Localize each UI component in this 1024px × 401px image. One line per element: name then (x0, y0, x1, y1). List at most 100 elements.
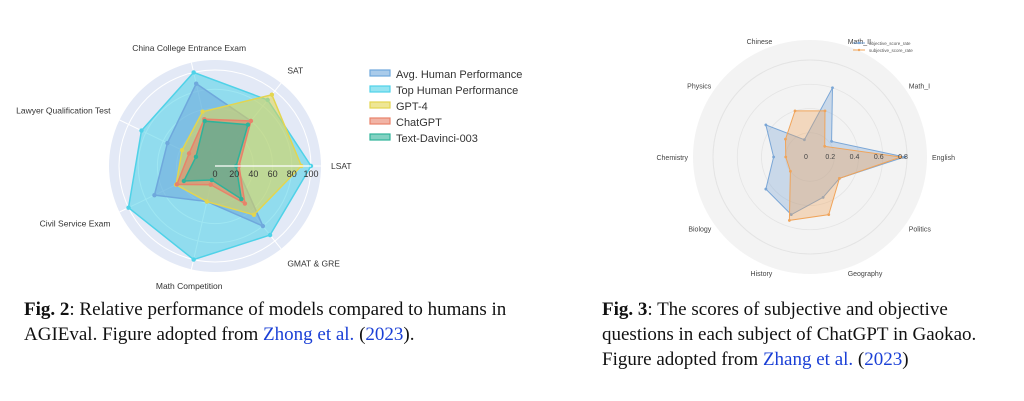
figure-2-citation-year-link[interactable]: 2023 (365, 324, 404, 345)
data-point-subjective-score-rate (793, 109, 797, 113)
figure-3-citation-open: ( (853, 349, 865, 370)
series-group (764, 86, 907, 222)
legend-label-subjective-score-rate: subjective_score_rate (869, 48, 913, 53)
legend-swatch-avg-human-performance (369, 69, 391, 77)
radial-tick-label: 100 (303, 169, 318, 179)
axis-label-politics: Politics (909, 227, 932, 234)
data-point-text-davinci-003 (209, 177, 214, 183)
figure-2-citation-open: ( (354, 324, 366, 345)
axis-label-lawyer-qualification-test: Lawyer Qualification Test (16, 106, 111, 116)
legend: objective_score_rate subjective_score_rat… (853, 41, 913, 53)
data-point-objective-score-rate (821, 195, 825, 199)
data-point-gpt-4 (179, 147, 185, 153)
radial-tick-label: 0 (212, 169, 217, 179)
data-point-subjective-score-rate (838, 176, 841, 180)
data-point-subjective-score-rate (827, 213, 831, 217)
data-point-avg-human-performance (260, 223, 266, 229)
radial-tick-label: 0.8 (898, 154, 908, 161)
data-point-top-human-performance (126, 205, 131, 210)
legend-label-objective-score-rate: objective_score_rate (869, 41, 911, 46)
data-point-objective-score-rate (831, 86, 834, 90)
axis-label-gmat-gre: GMAT & GRE (287, 259, 340, 269)
grid-circle (736, 83, 884, 231)
axis-label-china-college-entrance-exam: China College Entrance Exam (132, 43, 246, 53)
figure-2-citation-close: ). (403, 324, 415, 345)
data-point-subjective-score-rate (788, 169, 792, 173)
data-point-chatgpt (186, 151, 192, 156)
gaokao-radar-chart: 00.20.40.60.8EnglishMath_IMath_IIChinese… (656, 39, 955, 278)
figure-2-citation-author-link[interactable]: Zhong et al. (263, 324, 355, 345)
data-point-subjective-score-rate (823, 109, 827, 113)
axis-label-history: History (751, 271, 773, 278)
legend-marker-objective-score-rate (857, 41, 861, 45)
series-area-text-davinci-003 (182, 120, 249, 201)
radial-tick-label: 80 (287, 169, 297, 179)
data-point-text-davinci-003 (239, 196, 244, 202)
figure-2-caption-text: : Relative performance of models compare… (24, 299, 507, 345)
data-point-subjective-score-rate (784, 155, 788, 159)
data-point-gpt-4 (200, 109, 205, 114)
legend-swatch-text-davinci-003 (369, 133, 391, 141)
axis-label-math-competition: Math Competition (156, 281, 223, 291)
legend-swatch-top-human-performance (369, 85, 391, 93)
data-point-gpt-4 (269, 92, 275, 97)
legend-label-gpt-4: GPT-4 (396, 101, 428, 113)
figure-3-caption: Fig. 3: The scores of subjective and obj… (602, 297, 1012, 372)
data-point-objective-score-rate (764, 123, 768, 127)
data-point-top-human-performance (139, 128, 144, 133)
figure-2-caption: Fig. 2: Relative performance of models c… (24, 297, 544, 347)
legend-marker-subjective-score-rate (857, 48, 861, 52)
data-point-subjective-score-rate (787, 219, 791, 222)
grid-circle (761, 108, 859, 206)
legend-label-avg-human-performance: Avg. Human Performance (396, 69, 522, 81)
grid-circle (712, 59, 908, 255)
axis-label-civil-service-exam: Civil Service Exam (40, 218, 111, 228)
legend-swatch-chatgpt (369, 117, 391, 125)
data-point-gpt-4 (251, 212, 257, 217)
axis-label-chemistry: Chemistry (656, 155, 688, 162)
axis-label-physics: Physics (687, 83, 712, 90)
legend-swatch-gpt-4 (369, 101, 391, 109)
data-point-text-davinci-003 (245, 122, 251, 127)
radial-tick-label: 60 (268, 169, 278, 179)
data-point-chatgpt (208, 182, 213, 187)
axis-label-chinese: Chinese (747, 39, 773, 46)
data-point-top-human-performance (267, 232, 273, 238)
data-point-objective-score-rate (830, 139, 833, 143)
data-point-chatgpt (248, 118, 254, 124)
polar-background (693, 40, 927, 274)
data-point-subjective-score-rate (823, 144, 827, 148)
data-point-text-davinci-003 (181, 178, 187, 184)
data-point-objective-score-rate (789, 213, 793, 217)
legend-label-text-davinci-003: Text-Davinci-003 (396, 133, 478, 145)
data-point-objective-score-rate (772, 155, 776, 159)
data-point-subjective-score-rate (899, 155, 903, 159)
axis-label-lsat: LSAT (331, 161, 352, 171)
data-point-gpt-4 (204, 199, 210, 204)
axis-label-biology: Biology (688, 227, 711, 234)
data-point-chatgpt (174, 182, 180, 187)
data-point-avg-human-performance (194, 81, 199, 86)
data-point-objective-score-rate (764, 187, 768, 191)
figure-3-citation-year-link[interactable]: 2023 (864, 349, 903, 370)
figure-3-label: Fig. 3 (602, 299, 648, 320)
data-point-top-human-performance (191, 257, 196, 262)
figure-3-caption-text: : The scores of subjective and objective… (602, 299, 977, 370)
radial-tick-label: 40 (248, 169, 258, 179)
radial-tick-label: 0.6 (874, 154, 884, 161)
legend-label-chatgpt: ChatGPT (396, 117, 442, 129)
figure-2-label: Fig. 2 (24, 299, 70, 320)
legend-label-top-human-performance: Top Human Performance (396, 85, 518, 97)
data-point-text-davinci-003 (193, 154, 199, 160)
axis-label-english: English (932, 155, 955, 162)
figure-3-citation-close: ) (902, 349, 909, 370)
data-point-subjective-score-rate (784, 137, 787, 141)
data-point-avg-human-performance (165, 140, 170, 146)
figure-3-citation-author-link[interactable]: Zhang et al. (762, 349, 854, 370)
data-point-text-davinci-003 (202, 118, 207, 124)
